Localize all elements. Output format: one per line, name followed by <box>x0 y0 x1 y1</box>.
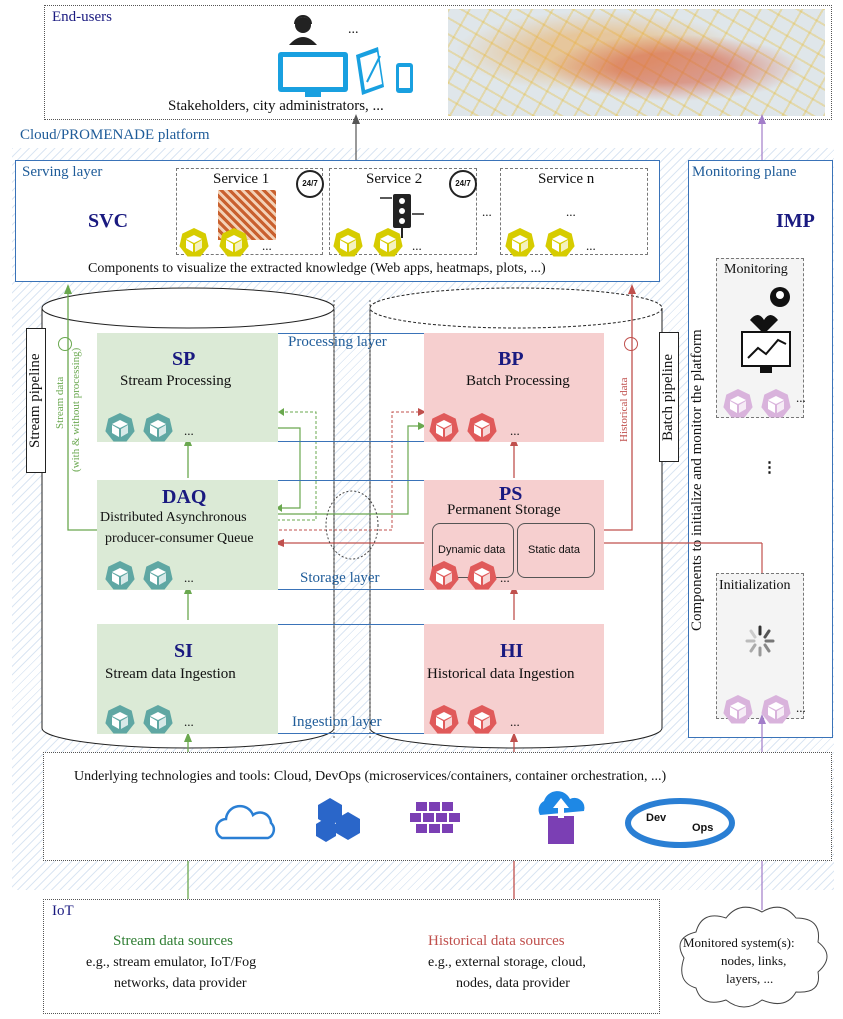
monitoring-plane-title: Monitoring plane <box>692 164 797 180</box>
daq-dots: ... <box>184 570 194 585</box>
availability-badge-1: 24/7 <box>296 170 324 198</box>
service-1-dots: ... <box>262 238 272 253</box>
hi-name: Historical data Ingestion <box>427 666 575 682</box>
historical-sources-line2: nodes, data provider <box>456 976 570 991</box>
static-data-box <box>517 523 595 578</box>
service-2-dots: ... <box>412 238 422 253</box>
service-n-label: Service n <box>538 171 595 187</box>
bp-code: BP <box>498 348 524 370</box>
monitoring-label: Monitoring <box>724 262 788 277</box>
stream-data-label: Stream data <box>54 376 66 430</box>
initialization-dots: ... <box>796 700 806 715</box>
serving-layer <box>15 160 660 282</box>
service-2-label: Service 2 <box>366 171 423 187</box>
platform-label: Cloud/PROMENADE platform <box>20 127 210 143</box>
bp-dots: ... <box>510 423 520 438</box>
dev-label: Dev <box>646 812 667 824</box>
service-1-heatmap-image <box>218 190 276 240</box>
daq-code: DAQ <box>162 486 207 508</box>
monitored-line3: layers, ... <box>726 971 774 986</box>
imp-code: IMP <box>776 210 815 232</box>
city-heatmap-image <box>448 9 825 116</box>
initialization-card <box>716 573 804 719</box>
historical-data-monitor-icon <box>624 337 638 351</box>
stream-sources-title: Stream data sources <box>113 933 233 949</box>
monitored-line1: Monitored system(s): <box>683 935 795 950</box>
service-n-inner-dots: ... <box>566 204 576 219</box>
ingestion-layer-label: Ingestion layer <box>292 714 382 730</box>
stream-sources-line2: networks, data provider <box>114 976 247 991</box>
sp-dots: ... <box>184 423 194 438</box>
monitored-line2: nodes, links, <box>721 953 787 968</box>
ops-label: Ops <box>692 822 714 834</box>
end-users-caption: Stakeholders, city administrators, ... <box>168 98 384 114</box>
sp-name: Stream Processing <box>120 373 232 389</box>
service-n-dots: ... <box>586 238 596 253</box>
daq-name-line2: producer-consumer Queue <box>105 531 254 546</box>
processing-layer-label: Processing layer <box>288 334 387 350</box>
stream-pipeline-label: Stream pipeline <box>26 328 46 473</box>
sp-code: SP <box>172 348 196 370</box>
daq-name-line1: Distributed Asynchronous <box>100 510 247 525</box>
monitoring-card <box>716 258 804 418</box>
monitoring-vertical-label: Components to initialize and monitor the… <box>689 329 705 632</box>
svc-code: SVC <box>88 210 129 232</box>
monitoring-vertical-dots: ⋮ <box>762 460 777 476</box>
service-1-label: Service 1 <box>213 171 270 187</box>
serving-caption: Components to visualize the extracted kn… <box>88 261 546 276</box>
si-dots: ... <box>184 714 194 729</box>
hi-code: HI <box>500 640 524 662</box>
service-2-card <box>329 168 477 255</box>
si-code: SI <box>174 640 193 662</box>
hi-dots: ... <box>510 714 520 729</box>
services-between-dots: ... <box>482 204 492 219</box>
monitoring-dots: ... <box>796 390 806 405</box>
historical-sources-line1: e.g., external storage, cloud, <box>428 955 586 970</box>
ps-code: PS <box>499 483 523 505</box>
service-1-card <box>176 168 323 255</box>
historical-sources-title: Historical data sources <box>428 933 565 949</box>
bp-name: Batch Processing <box>466 373 570 389</box>
stream-data-sub-label: (with & without processing) <box>70 347 82 473</box>
iot-panel <box>43 899 660 1014</box>
ps-name: Permanent Storage <box>447 502 561 518</box>
dynamic-data-label: Dynamic data <box>438 544 506 556</box>
availability-badge-2: 24/7 <box>449 170 477 198</box>
si-name: Stream data Ingestion <box>105 666 236 682</box>
historical-data-label: Historical data <box>618 377 630 443</box>
end-users-title: End-users <box>52 9 112 25</box>
initialization-label: Initialization <box>719 578 791 593</box>
stream-sources-line1: e.g., stream emulator, IoT/Fog <box>86 955 257 970</box>
batch-pipeline-label: Batch pipeline <box>659 332 679 462</box>
iot-title: IoT <box>52 903 74 919</box>
underlying-caption: Underlying technologies and tools: Cloud… <box>74 769 667 784</box>
stream-data-monitor-icon <box>58 337 72 351</box>
ps-dots: ... <box>500 570 510 585</box>
end-users-ellipsis: ... <box>348 22 359 37</box>
static-data-label: Static data <box>528 544 580 556</box>
storage-layer-label: Storage layer <box>300 570 380 586</box>
serving-layer-title: Serving layer <box>22 164 103 180</box>
